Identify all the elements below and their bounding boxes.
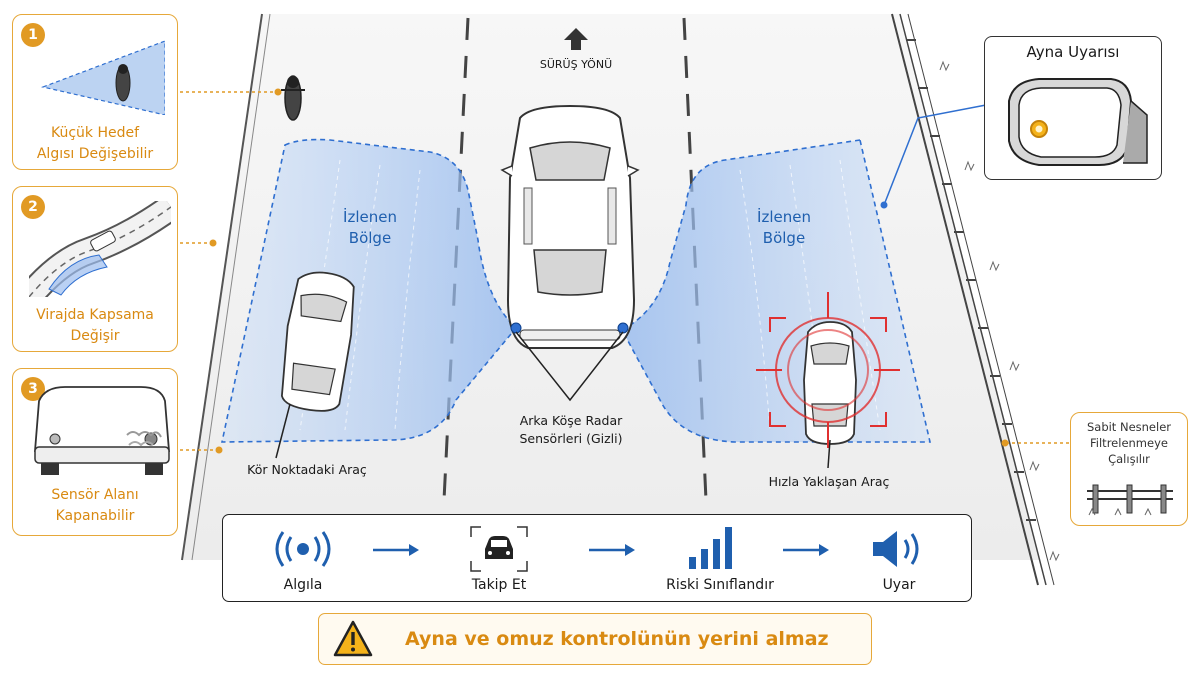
flow-arrow-icon bbox=[589, 544, 635, 556]
direction-label: SÜRÜŞ YÖNÜ bbox=[539, 58, 613, 71]
step-label-classify: Riski Sınıflandır bbox=[666, 577, 774, 593]
radar-sensor-right bbox=[617, 322, 629, 334]
radar-waves-icon bbox=[275, 531, 331, 567]
mirror-alert-title: Ayna Uyarısı bbox=[1026, 43, 1120, 61]
blind-spot-car bbox=[280, 271, 355, 412]
static-objects-card: Sabit Nesneler Filtrelenmeye Çalışılır bbox=[1070, 412, 1188, 526]
connector-dot-guardrail bbox=[1001, 439, 1009, 447]
guardrail bbox=[891, 13, 1055, 586]
flow-arrow-icon bbox=[373, 544, 419, 556]
connector-dot-curve bbox=[209, 239, 217, 247]
zone-right-label: İzlenen Bölge bbox=[757, 208, 811, 247]
small-target-illustration bbox=[41, 40, 165, 115]
motorcycle-icon bbox=[281, 75, 305, 121]
speaker-icon bbox=[873, 531, 919, 567]
connector-dot-motorcycle bbox=[274, 88, 282, 96]
blocked-sensor-illustration bbox=[34, 386, 170, 475]
mirror-alert-icon bbox=[1008, 78, 1148, 166]
radar-sensors-callout-line bbox=[515, 331, 624, 402]
callout-connectors bbox=[180, 91, 1070, 451]
limitation-label-2: Virajda Kapsama Değişir bbox=[36, 307, 154, 344]
road-left-edge-inner bbox=[191, 13, 271, 561]
mirror-connector bbox=[883, 104, 987, 206]
direction-arrow-icon bbox=[564, 28, 588, 50]
mirror-connector-dot bbox=[880, 201, 888, 209]
blind-spot-car-callout-line bbox=[275, 403, 291, 459]
process-flow: Algıla Takip Et Riski Sınıflandır Uyar bbox=[222, 514, 972, 602]
target-reticle-icon bbox=[756, 292, 900, 448]
static-objects-label: Sabit Nesneler Filtrelenmeye Çalışılır bbox=[1086, 420, 1172, 466]
limitation-number-1: 1 bbox=[21, 23, 45, 47]
zone-left-label: İzlenen Bölge bbox=[343, 208, 397, 247]
ego-car bbox=[500, 104, 640, 349]
limitation-card-small-target: 1 Küçük Hedef Algısı Değişebilir bbox=[12, 14, 178, 170]
approaching-car-caption: Hızla Yaklaşan Araç bbox=[768, 474, 890, 489]
limitation-card-curve: 2 Virajda Kapsama Değişir bbox=[12, 186, 178, 352]
road-left-edge bbox=[181, 13, 263, 561]
connector-dot-sensor bbox=[215, 446, 223, 454]
limitation-number-2: 2 bbox=[21, 195, 45, 219]
warning-banner: Ayna ve omuz kontrolünün yerini almaz bbox=[318, 613, 872, 665]
approaching-car bbox=[803, 321, 857, 445]
blind-spot-car-caption: Kör Noktadaki Araç bbox=[247, 462, 367, 477]
step-label-detect: Algıla bbox=[283, 577, 323, 593]
radar-sensors-caption: Arka Köşe Radar Sensörleri (Gizli) bbox=[519, 413, 623, 446]
fence-icon bbox=[1087, 484, 1173, 516]
step-label-warn: Uyar bbox=[882, 577, 916, 593]
curve-road-illustration bbox=[29, 201, 171, 297]
mirror-alert-card: Ayna Uyarısı bbox=[984, 36, 1162, 180]
warning-text: Ayna ve omuz kontrolünün yerini almaz bbox=[405, 628, 829, 650]
step-label-track: Takip Et bbox=[471, 577, 527, 593]
limitation-label-1: Küçük Hedef Algısı Değişebilir bbox=[36, 125, 154, 162]
car-tracking-icon bbox=[470, 526, 528, 572]
approaching-car-callout-line bbox=[827, 439, 831, 469]
radar-sensor-left bbox=[510, 322, 522, 334]
flow-arrow-icon bbox=[783, 544, 829, 556]
limitation-card-sensor-blocked: 3 Sensör Alanı Kapanabilir bbox=[12, 368, 178, 536]
limitation-label-3: Sensör Alanı Kapanabilir bbox=[51, 487, 139, 524]
signal-bars-icon bbox=[689, 527, 732, 569]
grass-tufts bbox=[939, 60, 1060, 562]
warning-triangle-icon bbox=[333, 620, 373, 657]
